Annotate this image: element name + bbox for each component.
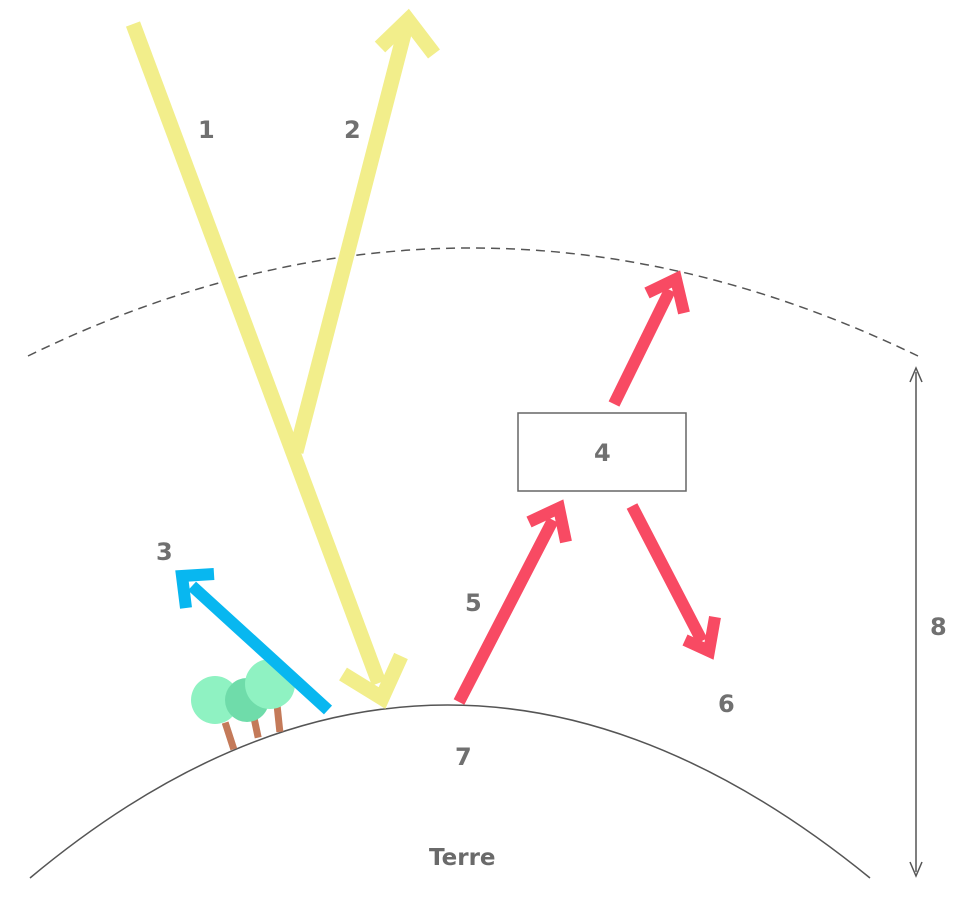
atmosphere-boundary [27,247,919,357]
incoming-solar-arrow [125,21,408,709]
label-1: 1 [198,116,215,144]
reflected-solar-arrow [288,8,440,454]
outgoing-infrared-arrow [608,270,690,407]
label-2: 2 [344,116,361,144]
label-3: 3 [156,538,173,566]
surface-reflection-arrow [175,568,333,715]
atmosphere-box [517,412,687,492]
back-radiation-arrow [626,503,721,660]
label-4: 4 [594,439,611,467]
label-6: 6 [718,690,735,718]
label-8: 8 [930,613,947,641]
label-5: 5 [465,589,482,617]
label-7: 7 [455,743,472,771]
earth-surface [29,704,871,879]
earth-label: Terre [429,845,496,871]
surface-infrared-arrow [453,499,572,705]
thickness-dimension-arrow [909,366,923,878]
